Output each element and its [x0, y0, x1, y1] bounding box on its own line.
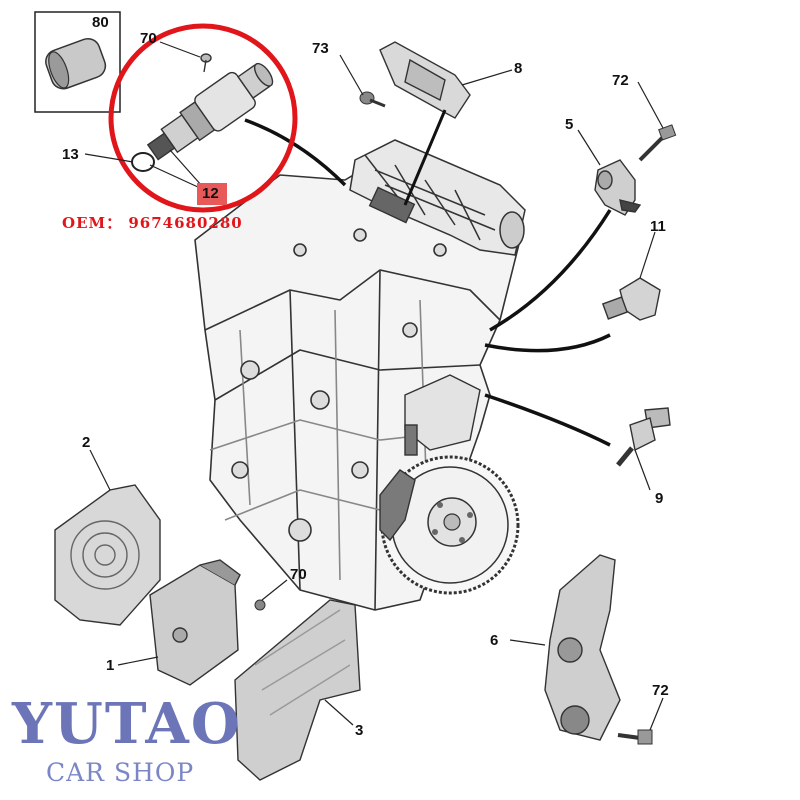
wiring-harness	[244, 118, 612, 447]
callout-2: 2	[82, 434, 91, 451]
highlight-circle	[108, 23, 298, 213]
callout-3: 3	[355, 722, 364, 739]
callout-70-top: 70	[140, 30, 157, 47]
callout-9: 9	[655, 490, 664, 507]
callout-6: 6	[490, 632, 499, 649]
callout-72-bottom: 72	[652, 682, 669, 699]
leader-lines	[84, 41, 664, 731]
oem-number: OEM： 9674680280	[62, 214, 243, 232]
callout-73: 73	[312, 40, 329, 57]
callout-12: 12	[202, 185, 219, 202]
part-80-inset	[34, 11, 121, 113]
callout-1: 1	[106, 657, 115, 674]
callout-72-top: 72	[612, 72, 629, 89]
part-72-bolt-top	[638, 124, 677, 162]
part-12-solenoid	[131, 53, 274, 172]
part-1-ecu	[149, 559, 241, 686]
callout-70-bottom: 70	[290, 566, 307, 583]
watermark-subtitle: CAR SHOP	[46, 758, 195, 787]
part-9-sensor	[616, 407, 671, 467]
part-6-mount	[544, 554, 621, 741]
callout-5: 5	[565, 116, 574, 133]
part-11-sensor	[601, 277, 661, 321]
part-5-sensor	[594, 159, 642, 216]
callout-11: 11	[650, 218, 666, 235]
part-3-shield	[234, 599, 361, 781]
part-8-sensor	[379, 41, 471, 206]
part-72-bolt-bottom	[617, 729, 653, 745]
flywheel	[380, 455, 520, 595]
part-70-nut	[254, 599, 266, 611]
part-73-bolt	[359, 91, 386, 108]
callout-12-highlight: 12	[197, 183, 227, 205]
callout-80: 80	[92, 14, 109, 31]
callout-13: 13	[62, 146, 79, 163]
part-2-cover	[54, 484, 161, 626]
callout-8: 8	[514, 60, 523, 77]
timing-area	[368, 186, 481, 542]
watermark-brand: YUTAO	[12, 691, 242, 757]
